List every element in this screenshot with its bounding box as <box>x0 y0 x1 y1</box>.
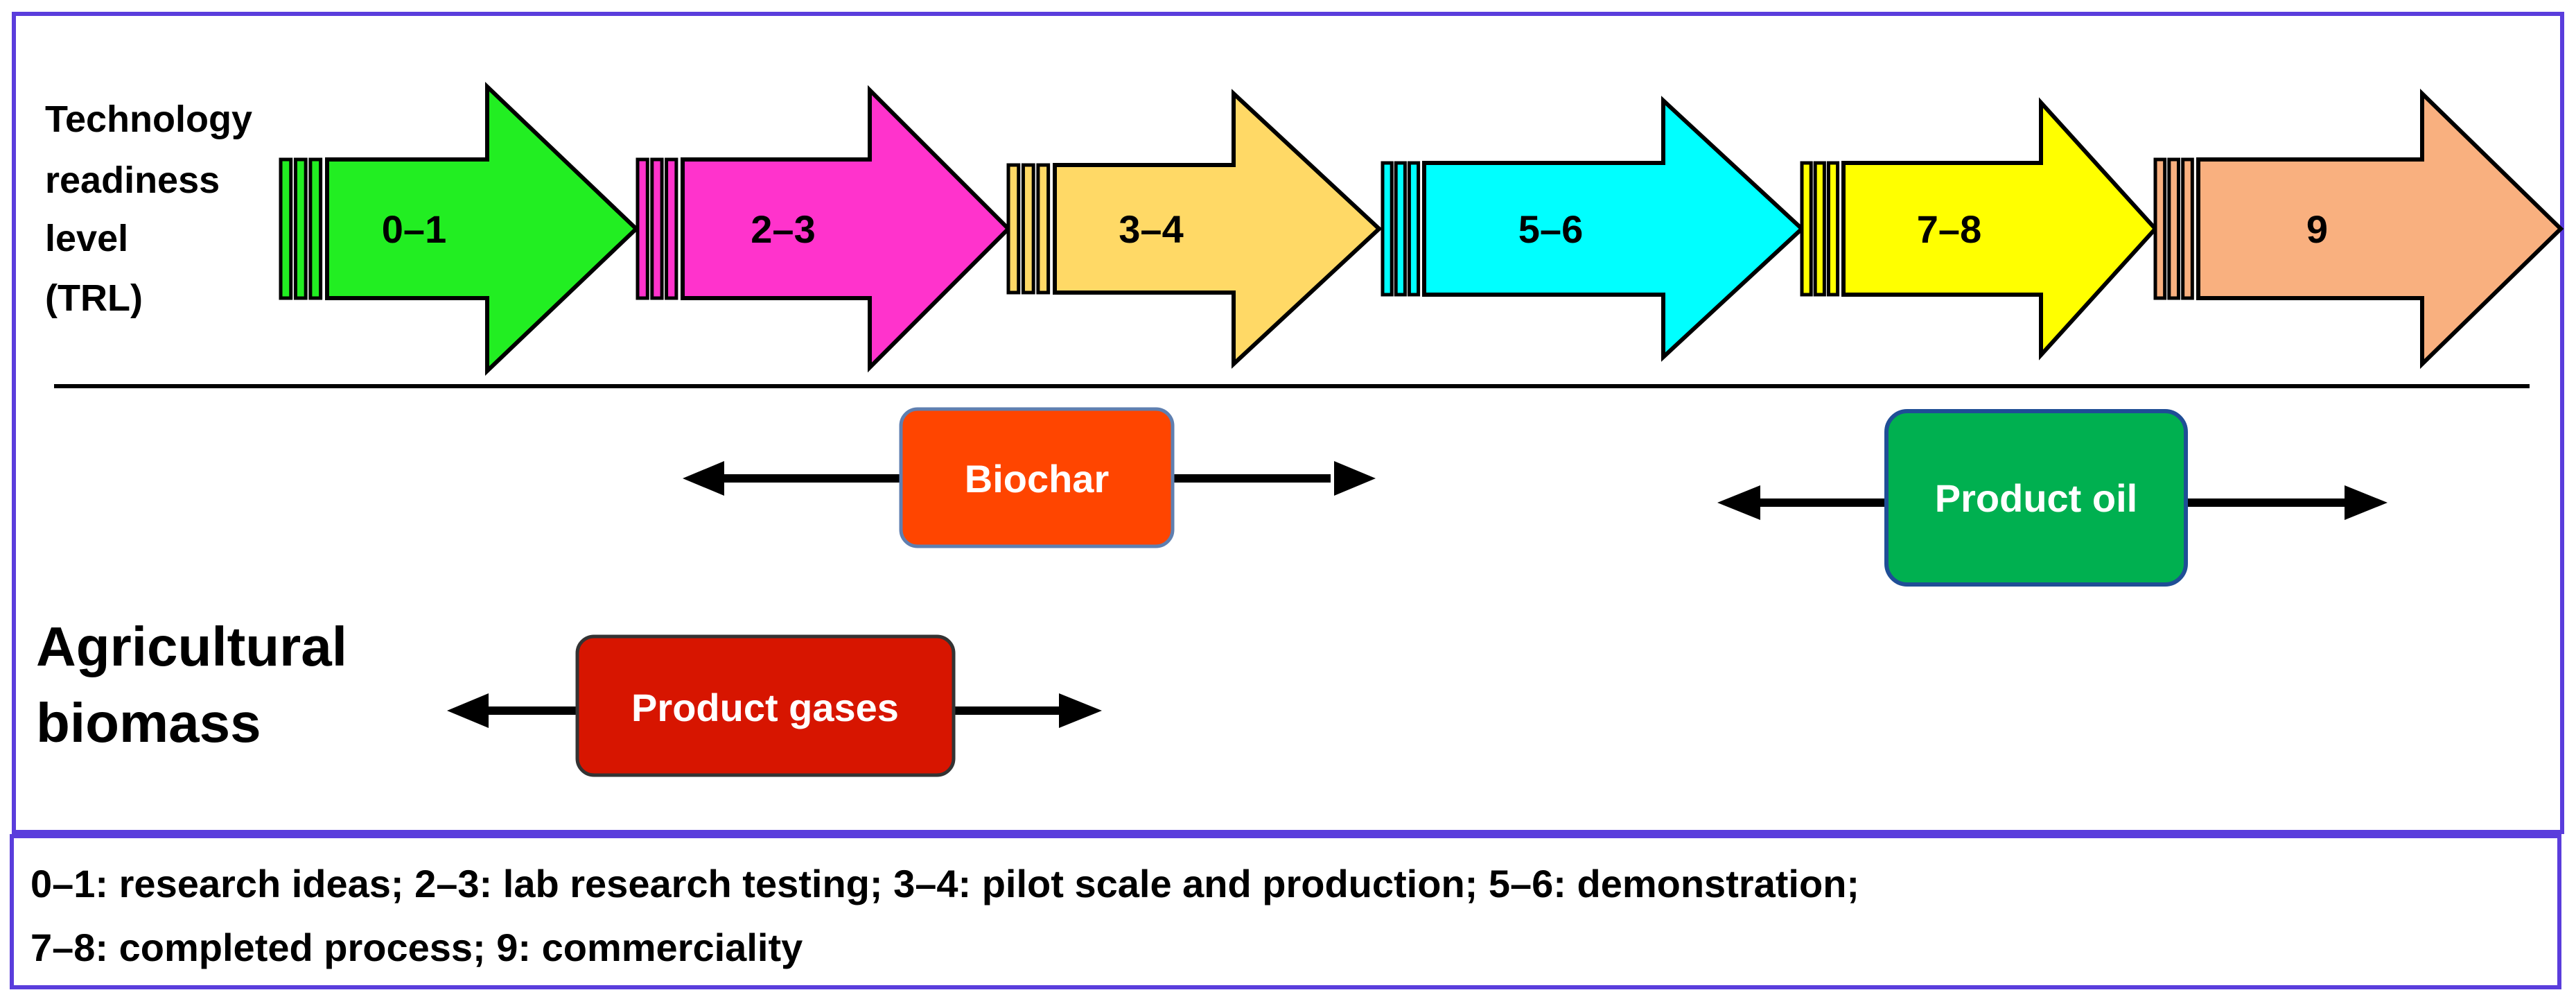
trl-arrow-label: 7–8 <box>1917 207 1981 251</box>
legend-line: 7–8: completed process; 9: commerciality <box>30 926 803 969</box>
trl-label-line: level <box>45 218 128 259</box>
trl-arrow-shape <box>2196 88 2564 370</box>
trl-arrow-tail-strip <box>1800 161 1813 297</box>
biochar-label: Biochar <box>965 457 1110 501</box>
trl-arrow-tail-strip <box>279 157 293 300</box>
trl-arrow-tail-strip <box>2167 157 2180 300</box>
biochar-box-shape <box>899 407 1175 548</box>
product-gases-box-shape <box>575 634 956 777</box>
trl-arrow-label: 9 <box>2306 207 2328 251</box>
trl-arrow-shape <box>1053 89 1383 369</box>
trl-arrow-tail-strip <box>1006 163 1021 295</box>
trl-arrow-tail-strip <box>1826 161 1840 297</box>
trl-arrow-tail-strip <box>636 157 649 300</box>
trl-arrow-label: 2–3 <box>751 207 815 251</box>
product-oil-label: Product oil <box>1935 476 2137 520</box>
trl-arrow-tail-strip <box>1394 161 1407 297</box>
trl-label-line: (TRL) <box>45 277 143 319</box>
trl-arrow-tail-strip <box>1021 163 1035 295</box>
trl-arrow-shape <box>1422 96 1805 362</box>
trl-arrow-tail-strip <box>1813 161 1826 297</box>
trl-arrow-sequence: 0–1 2–3 3–4 5–6 7–8 9 <box>279 81 2564 376</box>
trl-arrow-tail-strip <box>1036 163 1051 295</box>
feedstock-label-line: biomass <box>36 692 261 754</box>
trl-arrow-shape <box>1841 97 2159 361</box>
trl-arrow: 5–6 <box>1381 96 1805 362</box>
trl-arrow: 7–8 <box>1800 97 2159 361</box>
trl-arrow-tail-strip <box>650 157 664 300</box>
trl-arrow-tail-strip <box>2153 157 2167 300</box>
trl-arrow-tail-strip <box>1407 161 1421 297</box>
trl-arrow-label: 3–4 <box>1119 207 1183 251</box>
trl-arrow: 0–1 <box>279 81 640 376</box>
trl-label: Technology readiness level (TRL) <box>45 98 263 319</box>
trl-arrow-tail-strip <box>665 157 678 300</box>
product-gases-label: Product gases <box>631 686 899 729</box>
product-oil-box-shape <box>1884 409 2188 587</box>
product-oil-box: Product oil <box>1884 409 2188 587</box>
trl-label-line: Technology <box>45 98 252 140</box>
trl-arrow-label: 5–6 <box>1518 207 1583 251</box>
trl-arrow-tail-strip <box>2181 157 2194 300</box>
feedstock-label: Agricultural biomass <box>36 616 362 754</box>
trl-arrow: 3–4 <box>1006 89 1383 369</box>
trl-arrow-tail-strip <box>293 157 308 300</box>
trl-arrow: 9 <box>2153 88 2564 370</box>
biochar-box: Biochar <box>899 407 1175 548</box>
trl-arrow-tail-strip <box>1381 161 1394 297</box>
legend-line: 0–1: research ideas; 2–3: lab research t… <box>30 862 1860 905</box>
trl-arrow-shape <box>681 85 1012 373</box>
product-gases-box: Product gases <box>575 634 956 777</box>
trl-arrow: 2–3 <box>636 85 1012 373</box>
feedstock-label-line: Agricultural <box>36 616 347 677</box>
trl-label-line: readiness <box>45 159 220 201</box>
trl-arrow-shape <box>325 81 640 376</box>
trl-arrow-label: 0–1 <box>382 207 446 251</box>
trl-arrow-tail-strip <box>308 157 323 300</box>
trl-legend: 0–1: research ideas; 2–3: lab research t… <box>10 834 2561 989</box>
